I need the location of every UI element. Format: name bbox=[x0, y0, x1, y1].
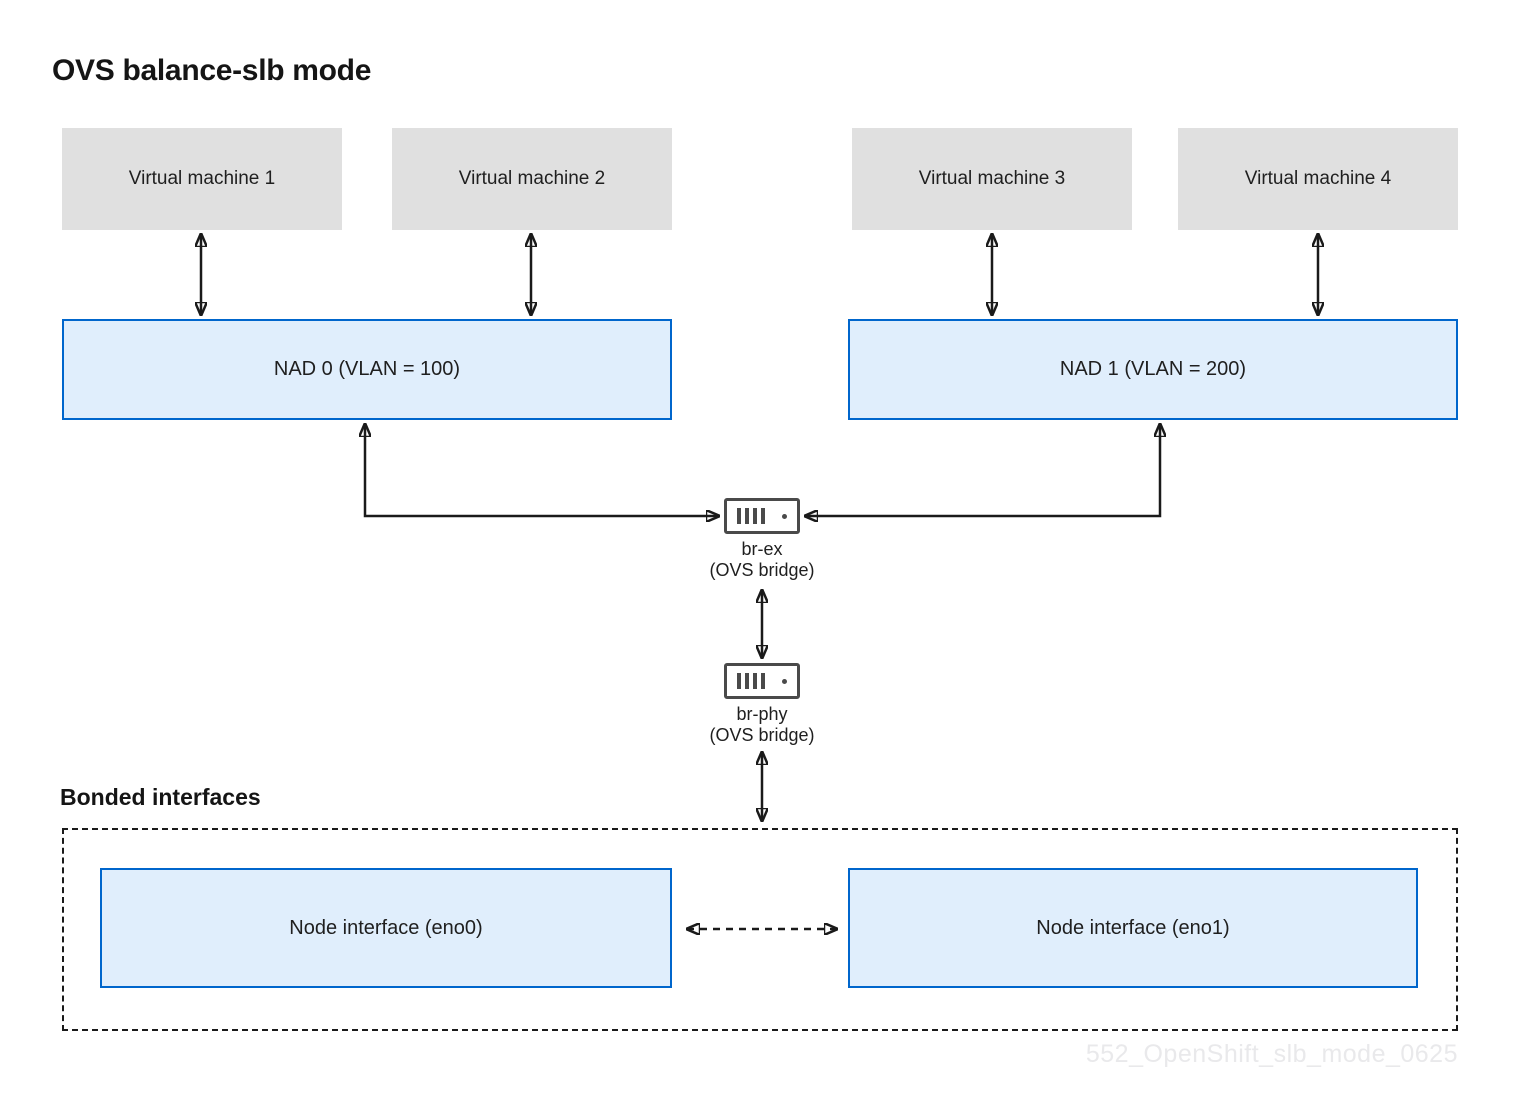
vm-box-2: Virtual machine 2 bbox=[392, 128, 672, 230]
vm-label-2: Virtual machine 2 bbox=[458, 168, 606, 189]
node-interface-eno1-box: Node interface (eno1) bbox=[848, 868, 1418, 988]
nad0-label: NAD 0 (VLAN = 100) bbox=[273, 358, 461, 380]
vm-label-3: Virtual machine 3 bbox=[918, 168, 1066, 189]
bridge-slot-bar bbox=[745, 508, 749, 524]
ovs-bridge-icon-br-ex bbox=[724, 498, 800, 534]
bridge-slot-bar bbox=[737, 673, 741, 689]
bridge-led-dot bbox=[782, 513, 787, 519]
nad0-box: NAD 0 (VLAN = 100) bbox=[62, 319, 672, 420]
br-ex-type: (OVS bridge) bbox=[709, 560, 815, 581]
br-phy-type: (OVS bridge) bbox=[709, 725, 815, 746]
br-ex-label: br-ex (OVS bridge) bbox=[642, 539, 882, 581]
bonded-interfaces-heading: Bonded interfaces bbox=[60, 784, 261, 810]
nad1-box: NAD 1 (VLAN = 200) bbox=[848, 319, 1458, 420]
node-interface-eno0-label: Node interface (eno0) bbox=[289, 916, 483, 939]
diagram-title: OVS balance-slb mode bbox=[52, 54, 372, 87]
bridge-slot-bar bbox=[737, 508, 741, 524]
arrow-nad1-brex bbox=[805, 424, 1160, 516]
vm-box-1: Virtual machine 1 bbox=[62, 128, 342, 230]
bridge-slot-bar bbox=[753, 508, 757, 524]
bridge-slot-bar bbox=[761, 508, 765, 524]
node-interface-eno0-box: Node interface (eno0) bbox=[100, 868, 672, 988]
bridge-slot-bar bbox=[753, 673, 757, 689]
br-phy-label: br-phy (OVS bridge) bbox=[642, 704, 882, 746]
vm-label-4: Virtual machine 4 bbox=[1244, 168, 1392, 189]
vm-box-3: Virtual machine 3 bbox=[852, 128, 1132, 230]
bridge-slot-bar bbox=[745, 673, 749, 689]
bridge-led-dot bbox=[782, 678, 787, 684]
bonded-interfaces-group bbox=[62, 828, 1458, 1031]
nad1-label: NAD 1 (VLAN = 200) bbox=[1059, 358, 1247, 380]
bridge-slot-bar bbox=[761, 673, 765, 689]
ovs-bridge-icon-br-phy bbox=[724, 663, 800, 699]
vm-label-1: Virtual machine 1 bbox=[128, 168, 276, 189]
br-ex-name: br-ex bbox=[741, 539, 783, 559]
node-interface-eno1-label: Node interface (eno1) bbox=[1036, 916, 1230, 939]
watermark-text: 552_OpenShift_slb_mode_0625 bbox=[1085, 1040, 1458, 1068]
vm-box-4: Virtual machine 4 bbox=[1178, 128, 1458, 230]
arrow-nad0-brex bbox=[365, 424, 719, 516]
br-phy-name: br-phy bbox=[736, 704, 788, 724]
